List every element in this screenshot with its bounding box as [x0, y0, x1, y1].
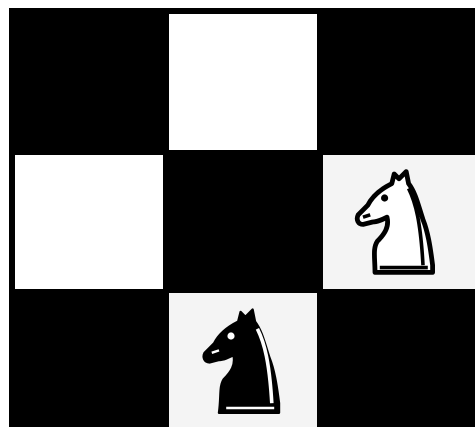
chess-board	[9, 8, 475, 427]
square-r3-c2[interactable]	[169, 293, 317, 427]
square-r2-c1[interactable]	[15, 155, 163, 289]
black-knight-icon[interactable]	[183, 300, 303, 420]
square-r2-c3[interactable]	[323, 155, 475, 289]
square-r1-c2[interactable]	[169, 14, 317, 150]
square-r3-c1[interactable]	[9, 290, 165, 427]
square-r3-c3[interactable]	[320, 290, 475, 427]
square-r1-c3[interactable]	[320, 8, 475, 150]
white-knight-icon[interactable]	[339, 162, 459, 282]
square-r1-c1[interactable]	[9, 8, 165, 150]
square-r2-c2[interactable]	[165, 150, 320, 290]
